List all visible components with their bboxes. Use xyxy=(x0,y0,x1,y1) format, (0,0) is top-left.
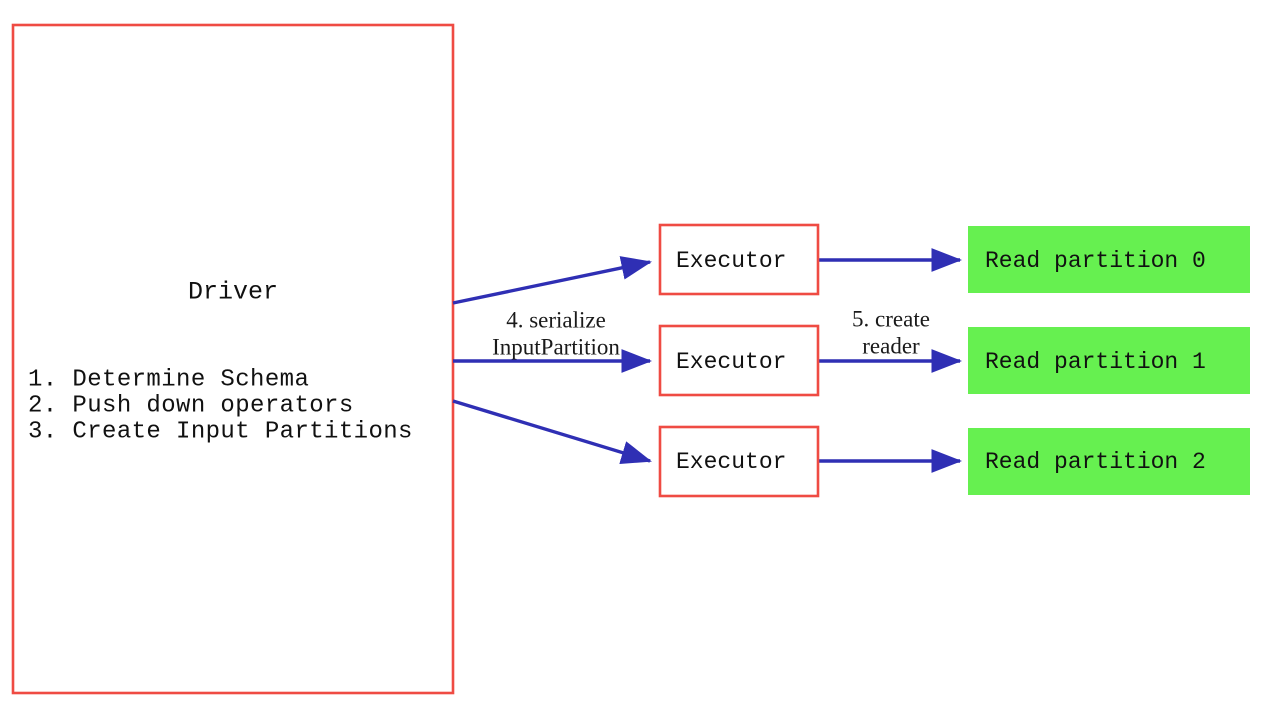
partition-label-1: Read partition 1 xyxy=(985,349,1206,375)
executor-label-0: Executor xyxy=(676,248,786,274)
executor-box-1 xyxy=(658,324,820,397)
annotation-create-reader-line2: reader xyxy=(862,333,920,358)
driver-step-3: 3. Create Input Partitions xyxy=(28,418,413,445)
annotation-serialize-line1: 4. serialize xyxy=(506,307,606,332)
executor-label-2: Executor xyxy=(676,449,786,475)
driver-title: Driver xyxy=(188,278,278,307)
partition-box-1 xyxy=(968,327,1250,394)
edge-driver-to-executor-2 xyxy=(452,399,652,465)
driver-box xyxy=(11,23,455,695)
partition-box-0 xyxy=(968,226,1250,293)
partition-label-0: Read partition 0 xyxy=(985,248,1206,274)
executor-box-2 xyxy=(658,425,820,498)
driver-step-2: 2. Push down operators xyxy=(28,392,354,419)
annotation-create-reader-line1: 5. create xyxy=(852,306,930,331)
edge-driver-to-executor-0 xyxy=(452,256,652,305)
executor-label-1: Executor xyxy=(676,349,786,375)
driver-step-1: 1. Determine Schema xyxy=(28,366,309,393)
partition-label-2: Read partition 2 xyxy=(985,449,1206,475)
partition-box-2 xyxy=(968,428,1250,495)
executor-box-0 xyxy=(658,223,820,296)
annotation-serialize-line2: InputPartition xyxy=(492,334,620,359)
